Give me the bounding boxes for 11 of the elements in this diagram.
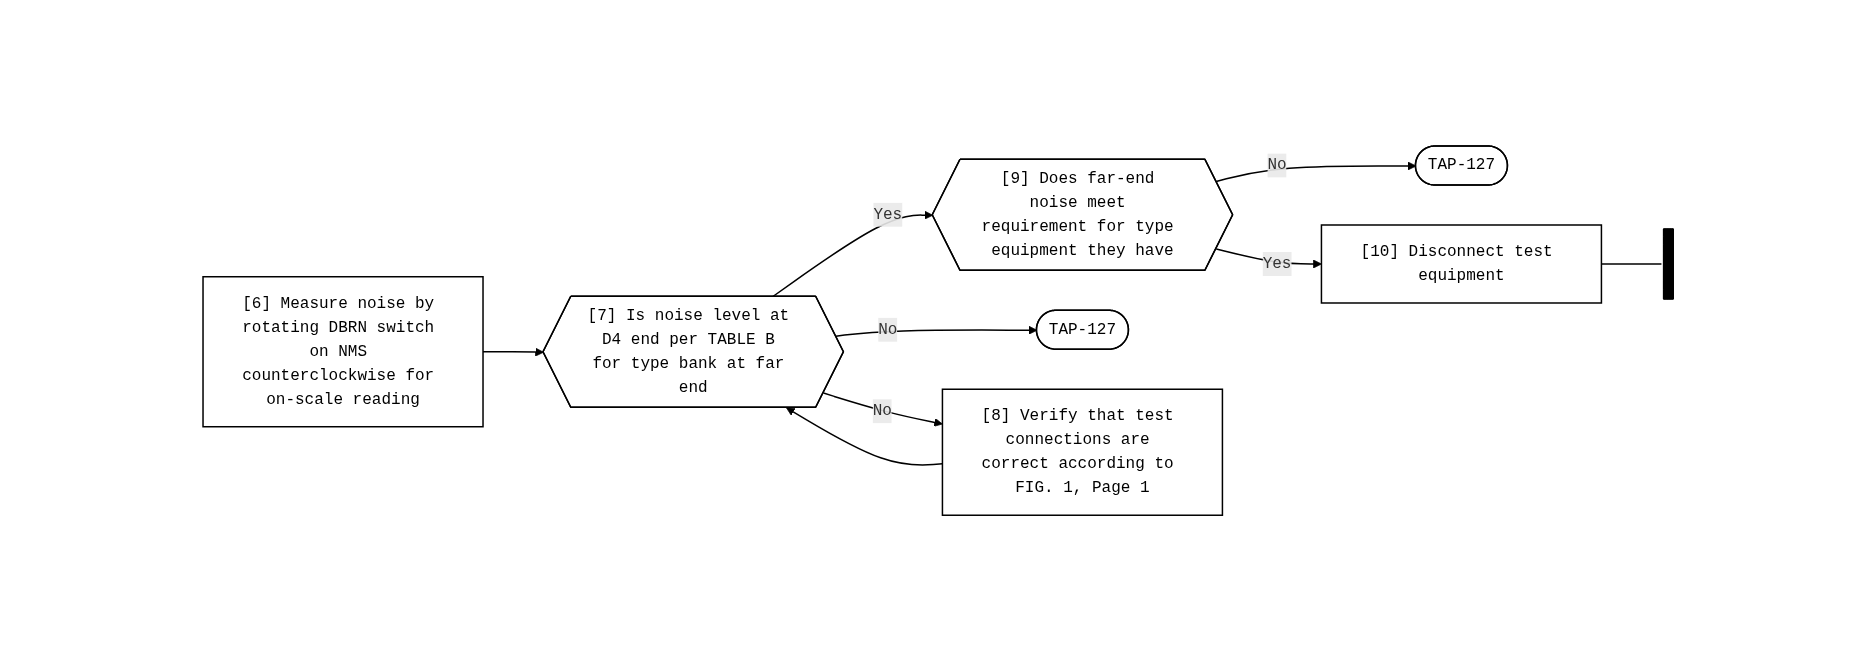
edge-label: No [872, 402, 892, 421]
arrow [785, 407, 943, 467]
node-box: [10] Disconnect test equipment [1320, 224, 1602, 305]
arrow [482, 348, 544, 357]
node-box: [6] Measure noise by rotating DBRN switch on NMS counterclockwise for on-scale reading [202, 276, 484, 428]
edge-label: Yes [873, 206, 902, 225]
edge-label: No [1267, 156, 1287, 175]
node-box: [8] Verify that test connections are correct according to FIG. 1, Page 1 [941, 388, 1223, 517]
arrow [822, 392, 943, 428]
edge-label: No [877, 321, 898, 340]
edge-label: Yes [1262, 255, 1292, 274]
